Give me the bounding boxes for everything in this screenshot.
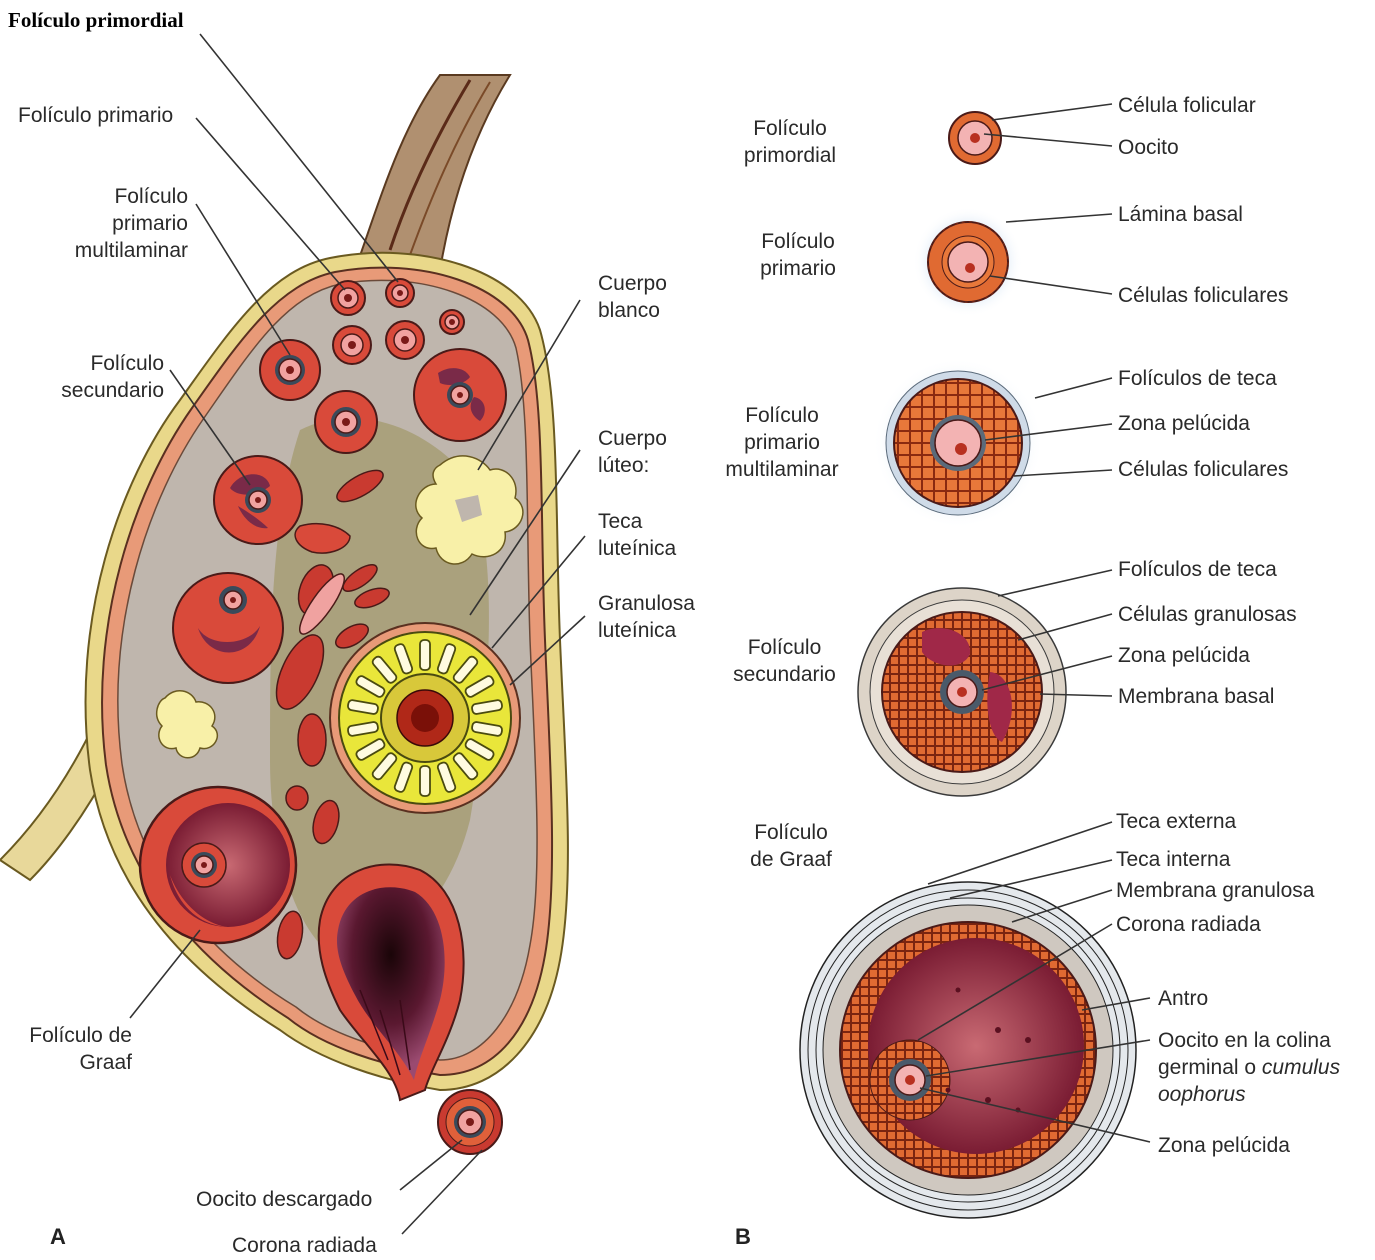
stage2-label-1: Células foliculares — [1118, 282, 1288, 309]
panel-letter-b: B — [735, 1224, 751, 1250]
stage5-zona-label: Zona pelúcida — [1158, 1132, 1290, 1159]
label-corona-radiata-a: Corona radiada — [232, 1232, 377, 1259]
stage4-label-1: Células granulosas — [1118, 601, 1297, 628]
stage4-label-3: Membrana basal — [1118, 683, 1274, 710]
stage4-label-2: Zona pelúcida — [1118, 642, 1250, 669]
stage5-label-4: Antro — [1158, 985, 1208, 1012]
stage1-label-0: Célula folicular — [1118, 92, 1256, 119]
secondary-follicle-left — [214, 456, 302, 544]
antral-follicle — [173, 573, 283, 683]
stage5-label-1: Teca interna — [1116, 846, 1230, 873]
label-discharged-oocyte: Oocito descargado — [196, 1186, 372, 1213]
stage5-cumulus-label: Oocito en la colina germinal o cumulus o… — [1158, 1027, 1340, 1108]
corpus-luteum — [330, 623, 520, 813]
stage2-label-0: Lámina basal — [1118, 201, 1243, 228]
stage3-label-2: Células foliculares — [1118, 456, 1288, 483]
label-primary-follicle: Folículo primario — [18, 102, 173, 129]
stage3-multilaminar — [873, 358, 1043, 528]
stage5-label-3: Corona radiada — [1116, 911, 1261, 938]
secondary-follicle-right — [414, 349, 506, 441]
panel-letter-a: A — [50, 1224, 66, 1250]
stage3-label-0: Folículos de teca — [1118, 365, 1277, 392]
stage2-primary — [913, 207, 1023, 317]
stage4-secondary — [850, 580, 1074, 804]
stage3-label-1: Zona pelúcida — [1118, 410, 1250, 437]
discharged-oocyte — [438, 1090, 502, 1154]
mesovarium — [355, 75, 510, 270]
stage1-label-1: Oocito — [1118, 134, 1179, 161]
graafian-follicle — [140, 787, 296, 943]
stage4-label-0: Folículos de teca — [1118, 556, 1277, 583]
stage5-label-2: Membrana granulosa — [1116, 877, 1314, 904]
stage5-label-0: Teca externa — [1116, 808, 1236, 835]
